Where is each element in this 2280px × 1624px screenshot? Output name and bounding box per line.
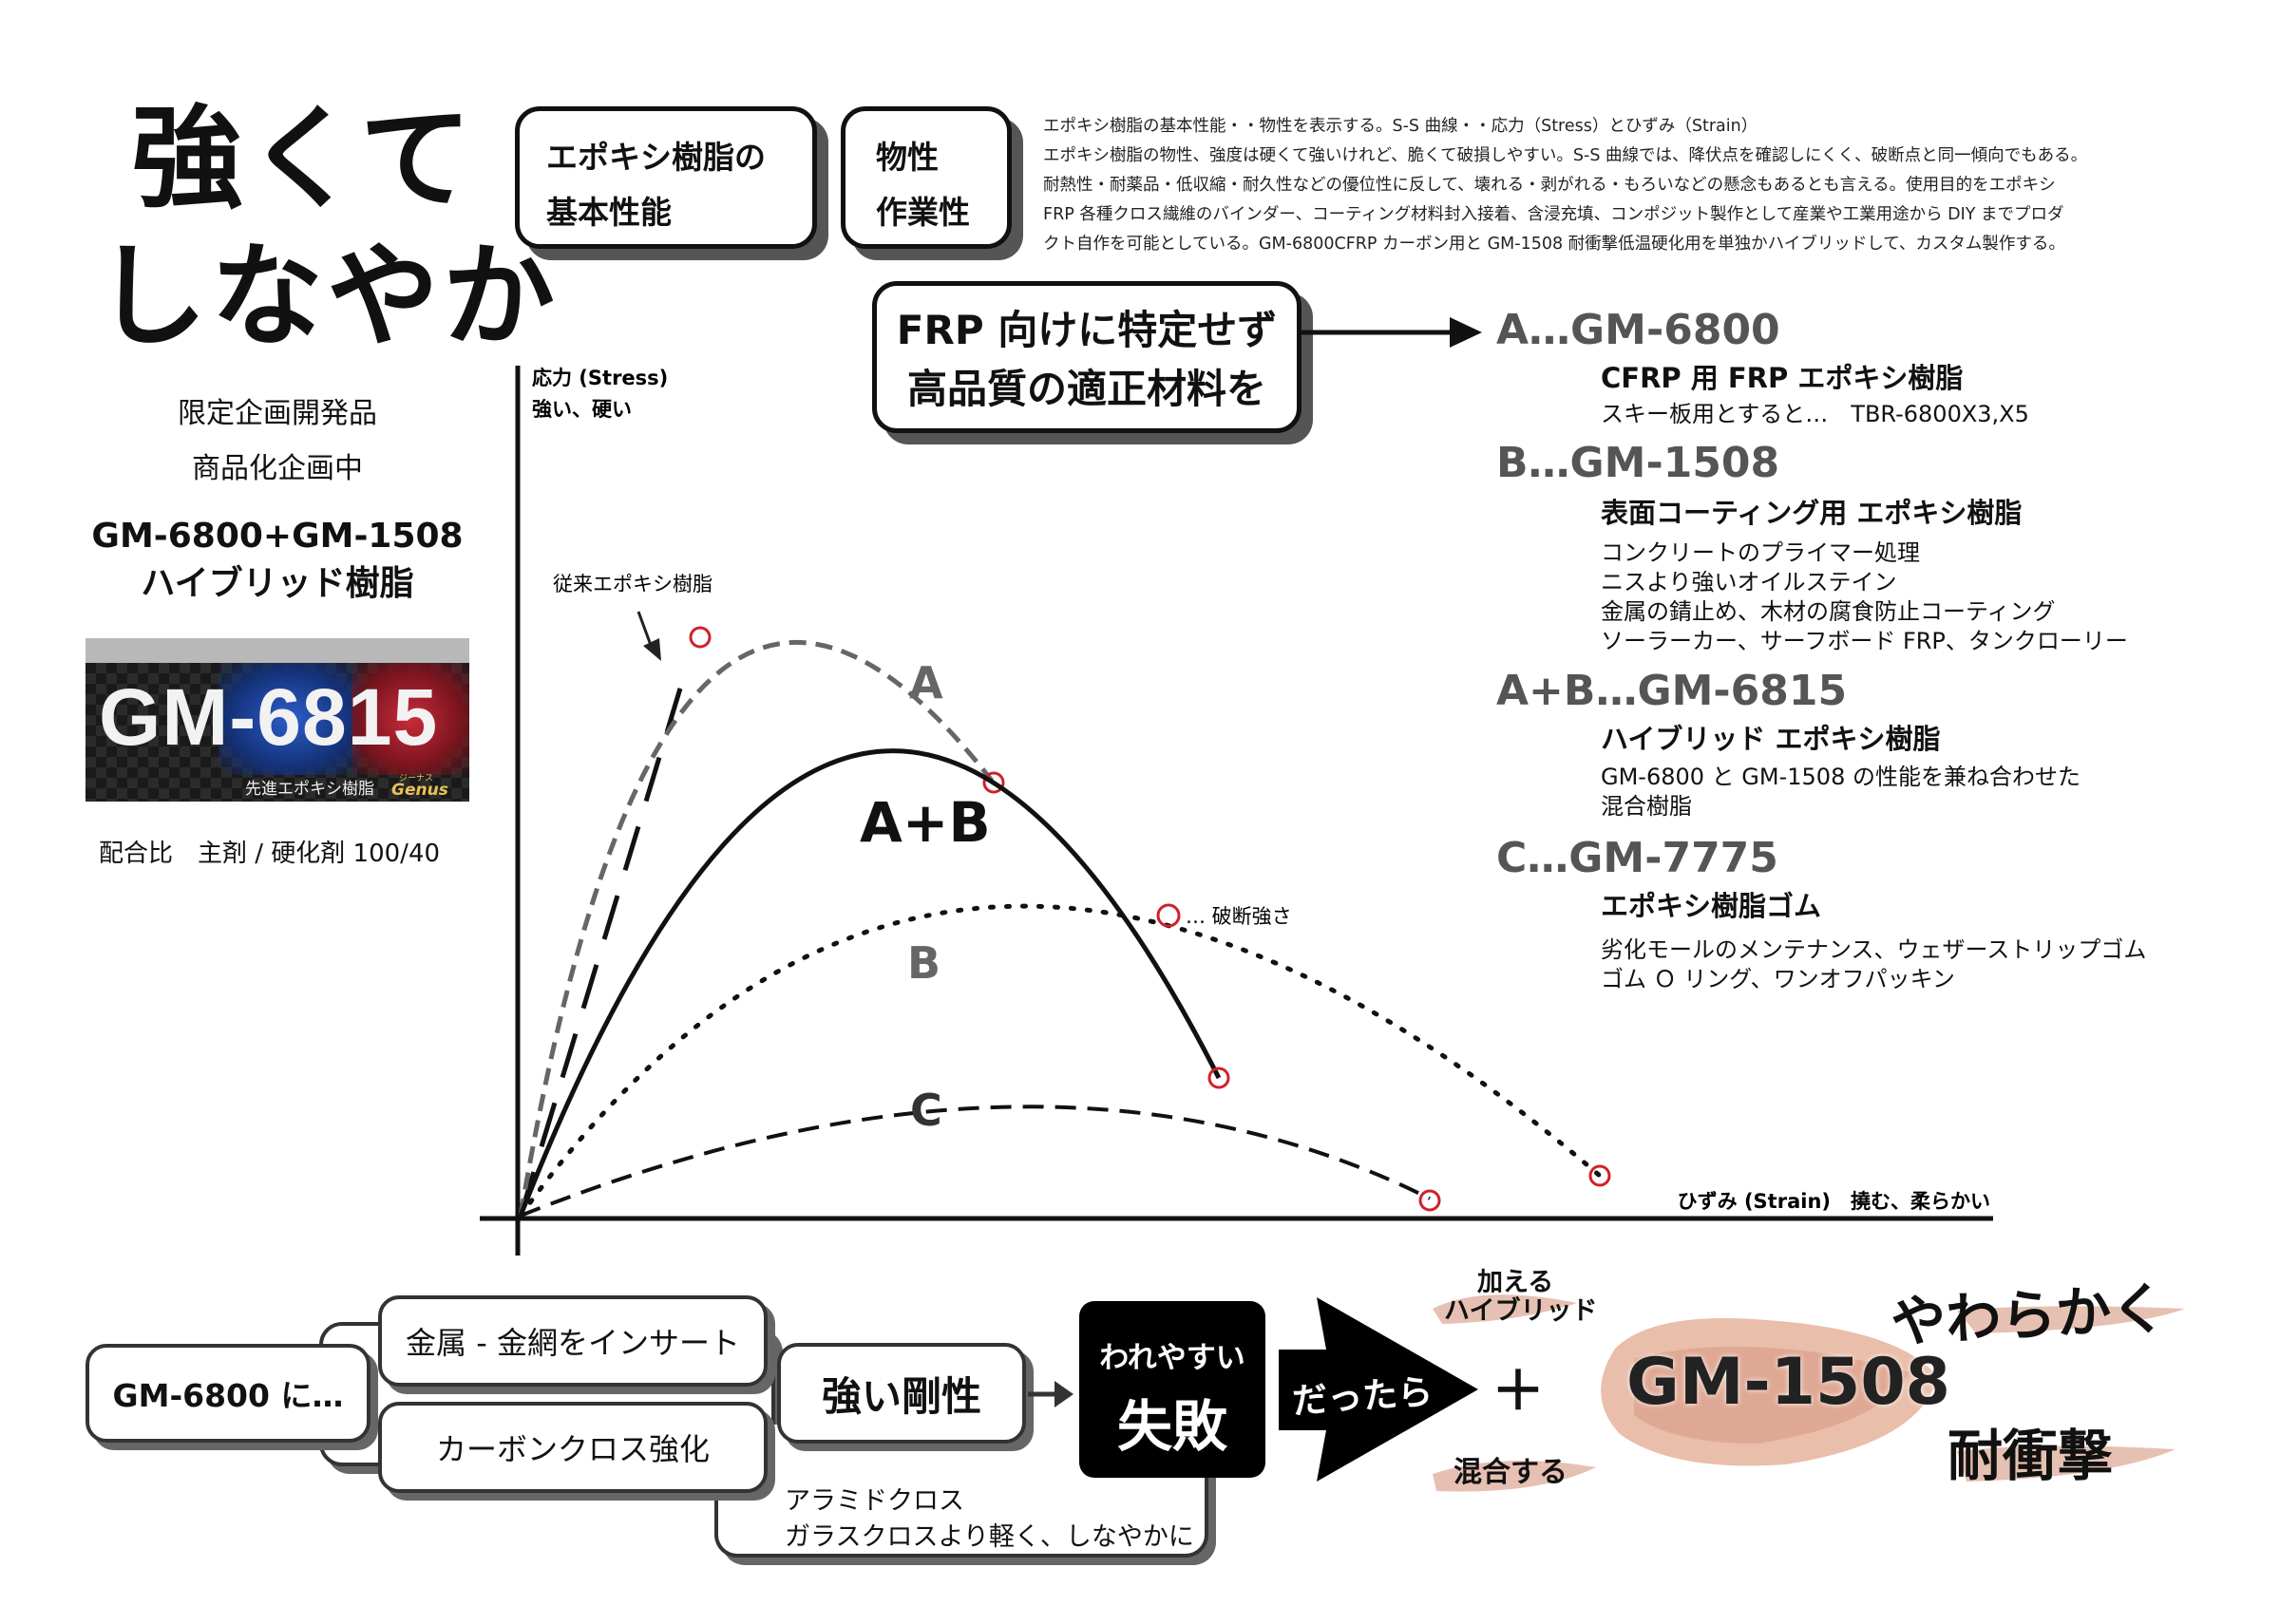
curve-a	[518, 640, 994, 1217]
curve-b-label: B	[907, 937, 940, 989]
conventional-pointer	[636, 611, 654, 649]
box-frp-line2: 高品質の適正材料を	[906, 366, 1266, 412]
flow-note-line1: アラミドクロス	[785, 1486, 964, 1516]
logo-red-glow	[352, 663, 469, 775]
category-ab-line: 混合樹脂	[1601, 793, 1692, 820]
box-properties: 物性 作業性	[841, 106, 1012, 249]
gm6815-logo: GM-6815 先進エポキシ樹脂 ジーナス Genus	[86, 638, 469, 802]
flow-option-carbon: カーボンクロス強化	[378, 1402, 768, 1493]
flow-fail-box: われやすい 失敗	[1079, 1301, 1265, 1478]
category-c-line: ゴム Ｏ リング、ワンオフパッキン	[1601, 966, 1955, 992]
category-c: C…GM-7775 エポキシ樹脂ゴム 劣化モールのメンテナンス、ウェザーストリッ…	[1496, 834, 2146, 994]
category-b-line: コンクリートのプライマー処理	[1601, 539, 1920, 566]
flow-fail-line2: 失敗	[1116, 1394, 1227, 1459]
logo-caption: 先進エポキシ樹脂	[245, 780, 374, 799]
conventional-pointer-head	[643, 638, 661, 661]
category-ab-head: A+B…GM-6815	[1496, 667, 1848, 715]
description-line: エポキシ樹脂の基本性能・・物性を表示する。S-S 曲線・・応力（Stress）と…	[1043, 117, 1758, 136]
curve-a-label: A	[909, 657, 943, 708]
add-label-line2: ハイブリッド	[1444, 1296, 1598, 1326]
category-ab: A+B…GM-6815 ハイブリッド エポキシ樹脂 GM-6800 と GM-1…	[1496, 667, 2080, 821]
logo-brand: Genus	[391, 781, 448, 800]
break-point-c	[1418, 1189, 1441, 1212]
description-line: エポキシ樹脂の物性、強度は硬くて強いけれど、脆くて破損しやすい。S-S 曲線では…	[1043, 146, 2088, 165]
description-line: クト自作を可能としている。GM-6800CFRP カーボン用と GM-1508 …	[1043, 235, 2065, 254]
break-point-ab	[1207, 1067, 1230, 1089]
plus-sign: ＋	[1492, 1361, 1545, 1423]
category-ab-line: GM-6800 と GM-1508 の性能を兼ね合わせた	[1601, 764, 2080, 790]
curve-ab	[518, 748, 1222, 1217]
legend-break-label: … 破断強さ	[1186, 905, 1292, 928]
conventional-label: 従来エポキシ樹脂	[553, 573, 712, 595]
category-a-head: A…GM-6800	[1496, 306, 1780, 354]
logo-digit-8: 8	[302, 672, 348, 762]
subtitle-planning: 商品化企画中	[192, 452, 363, 485]
mix-ratio: 配合比 主剤 / 硬化剤 100/40	[99, 840, 441, 868]
category-a: A…GM-6800 CFRP 用 FRP エポキシ樹脂 スキー板用とすると… T…	[1496, 306, 2029, 429]
product-type: ハイブリッド樹脂	[141, 564, 414, 603]
logo-digit-5: 5	[392, 672, 439, 762]
box-basic-performance: エポキシ樹脂の 基本性能	[515, 106, 817, 249]
main-title-line1: 強くて	[131, 93, 476, 224]
box-basic-line1: エポキシ樹脂の	[546, 139, 766, 176]
description-line: 耐熱性・耐薬品・低収縮・耐久性などの優位性に反して、壊れる・剥がれる・もろいなど…	[1043, 176, 2056, 195]
category-c-head: C…GM-7775	[1496, 834, 1778, 882]
category-b-head: B…GM-1508	[1496, 439, 1780, 487]
flow-note-line2: ガラスクロスより軽く、しなやかに	[785, 1522, 1194, 1552]
break-point-conventional	[689, 626, 712, 649]
gm1508-product: GM-1508	[1626, 1345, 1950, 1420]
logo-digit-6: 6	[256, 672, 303, 762]
legend-break-icon	[1156, 903, 1181, 928]
subtitle-limited: 限定企画開発品	[178, 397, 377, 430]
box-prop-line1: 物性	[876, 139, 939, 176]
category-ab-sub: ハイブリッド エポキシ樹脂	[1601, 723, 1941, 755]
box-frp-statement: FRP 向けに特定せず 高品質の適正材料を	[872, 281, 1302, 433]
category-b: B…GM-1508 表面コーティング用 エポキシ樹脂 コンクリートのプライマー処…	[1496, 439, 2128, 656]
curve-conventional	[518, 669, 689, 1217]
logo-brand-ruby: ジーナス	[399, 774, 434, 784]
box-basic-line2: 基本性能	[546, 194, 672, 231]
category-b-line: 金属の錆止め、木材の腐食防止コーティング	[1601, 598, 2056, 625]
flow-big-arrow	[1279, 1297, 1478, 1482]
y-axis-label: 応力 (Stress)	[532, 367, 668, 389]
curve-ab-label: A+B	[860, 790, 991, 855]
logo-text: GM-6815	[99, 674, 438, 760]
flow-start-box: GM-6800 に…	[86, 1344, 370, 1443]
logo-blue-glow	[218, 663, 361, 775]
category-c-line: 劣化モールのメンテナンス、ウェザーストリップゴム	[1601, 936, 2147, 963]
curve-c	[520, 1105, 1431, 1218]
main-title-line2: しなやか	[95, 231, 560, 362]
impact-label: 耐衝撃	[1948, 1424, 2114, 1488]
soft-label: やわらかく	[1889, 1275, 2168, 1355]
break-point-a	[982, 771, 1005, 794]
add-label-line1: 加える	[1477, 1268, 1554, 1297]
x-axis-label: ひずみ (Strain) 撓む、柔らかい	[1678, 1190, 1990, 1213]
flow-fail-line1: われやすい	[1099, 1341, 1245, 1375]
description-block: エポキシ樹脂の基本性能・・物性を表示する。S-S 曲線・・応力（Stress）と…	[1043, 112, 2087, 259]
category-a-line: スキー板用とすると… TBR-6800X3,X5	[1601, 401, 2029, 427]
y-axis-sublabel: 強い、硬い	[532, 398, 632, 421]
logo-digit-1: 1	[347, 672, 393, 762]
flow-arrow-1	[1028, 1381, 1074, 1407]
mix-label: 混合する	[1454, 1456, 1568, 1489]
box-prop-line2: 作業性	[876, 194, 970, 231]
category-a-sub: CFRP 用 FRP エポキシ樹脂	[1601, 362, 1964, 394]
category-b-sub: 表面コーティング用 エポキシ樹脂	[1601, 497, 2023, 529]
break-point-b	[1588, 1164, 1611, 1187]
category-b-line: ソーラーカー、サーフボード FRP、タンクローリー	[1601, 628, 2128, 654]
logo-gm: GM-	[99, 672, 257, 762]
flow-option-insert: 金属 - 金網をインサート	[378, 1295, 768, 1387]
category-b-line: ニスより強いオイルステイン	[1601, 569, 1897, 595]
flow-result-box: 強い剛性	[777, 1343, 1026, 1444]
curve-c-label: C	[910, 1085, 942, 1136]
description-line: FRP 各種クロス繊維のバインダー、コーティング材料封入接着、含浸充填、コンポジ…	[1043, 205, 2064, 224]
curve-b	[518, 903, 1603, 1218]
frp-arrow	[1302, 317, 1482, 348]
category-c-sub: エポキシ樹脂ゴム	[1601, 890, 1822, 922]
box-frp-line1: FRP 向けに特定せず	[896, 307, 1278, 353]
product-name: GM-6800+GM-1508	[91, 517, 464, 556]
